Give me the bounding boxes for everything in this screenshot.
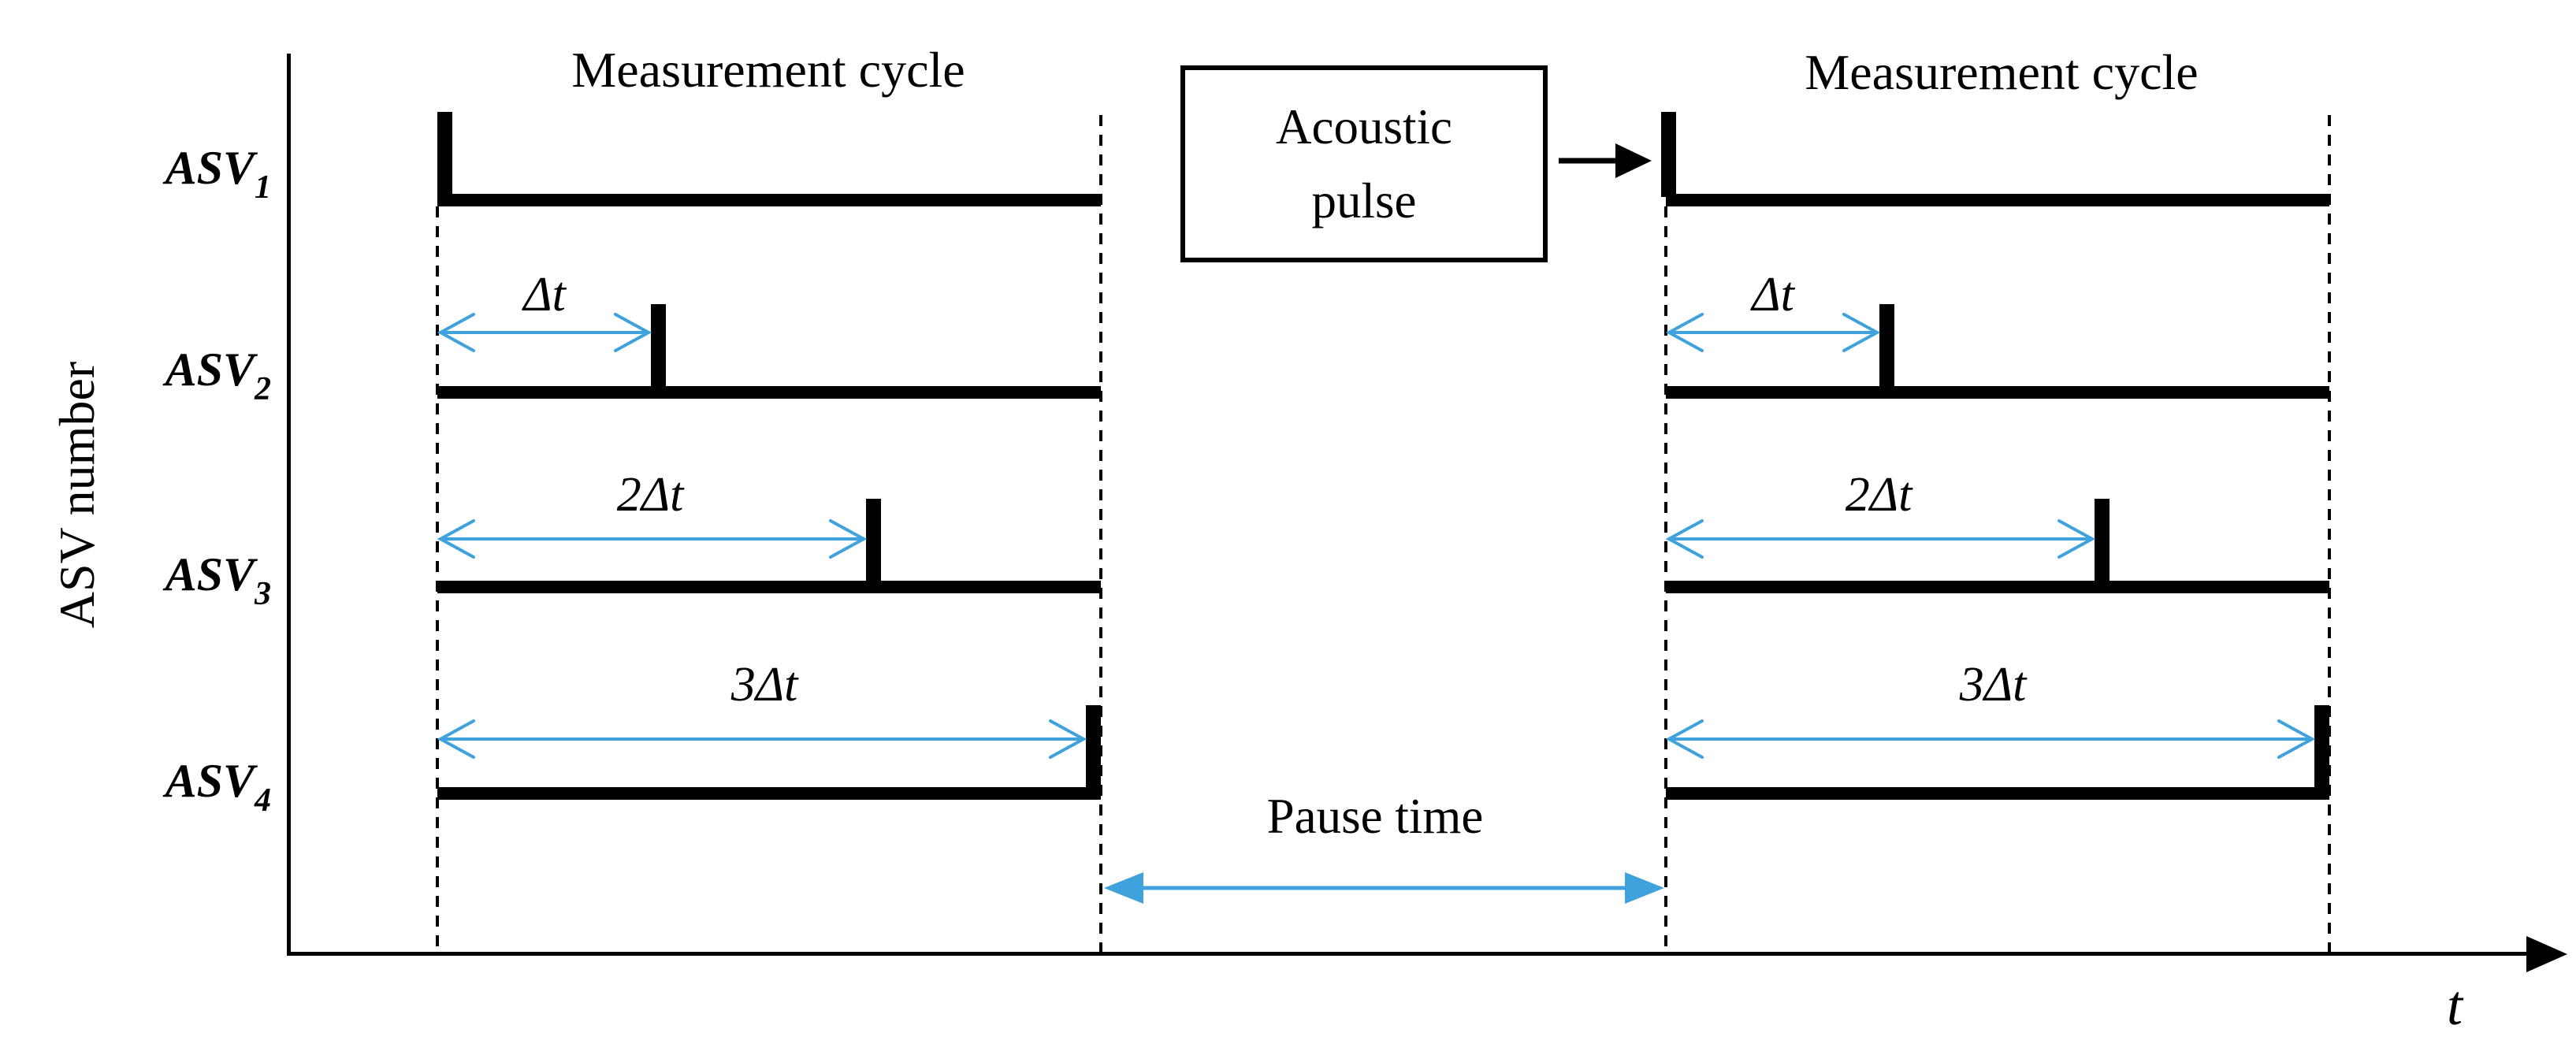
row-label-asv1-sub: 1 [255,169,271,206]
cycle1-asv4-pulse [1086,705,1101,790]
row-label-asv1-base: ASV [165,142,255,194]
row-label-asv1: ASV1 [66,141,271,209]
cycle1-3dt-label: 3Δt [730,658,798,711]
x-axis-arrowhead-icon [2526,936,2567,972]
cycle1-start-dashed-line [436,206,439,953]
cycle2-3dt-arrow-icon [1666,719,2315,759]
cycle2-asv3-bar [1666,581,2329,593]
cycle2-3dt-label: 3Δt [1959,658,2027,711]
cycle2-asv2-pulse [1879,304,1894,389]
cycle1-asv1-bar [437,194,1101,206]
cycle2-end-dashed-line [2328,115,2331,953]
cycle2-asv1-pulse [1661,112,1676,197]
row-label-asv3-sub: 3 [255,576,271,612]
cycle1-title: Measurement cycle [571,42,965,98]
cycle2-2dt-arrow-icon [1666,519,2095,559]
acoustic-pulse-box: Acoustic pulse [1180,65,1548,262]
x-axis [287,952,2531,956]
cycle2-asv4-bar [1666,787,2329,800]
row-label-asv4-base: ASV [165,755,255,807]
acoustic-pulse-pointer-arrow-icon [1559,143,1652,178]
cycle2-dt-label: Δt [1752,268,1794,321]
cycle1-asv2-bar [437,386,1101,399]
cycle1-dt-arrow-icon [437,313,652,352]
cycle2-asv4-pulse [2314,705,2329,790]
pause-time-label: Pause time [1266,789,1484,844]
cycle1-2dt-label: 2Δt [616,468,684,522]
cycle1-asv1-pulse [437,112,452,197]
cycle1-2dt-arrow-icon [437,519,867,559]
cycle2-2dt-label: 2Δt [1845,468,1912,522]
pause-time-arrow-icon [1104,872,1664,904]
cycle1-asv2-pulse [651,304,666,389]
cycle2-title: Measurement cycle [1805,44,2199,100]
row-label-asv4: ASV4 [66,754,271,822]
row-label-asv3: ASV3 [66,548,271,615]
cycle1-asv3-pulse [866,499,881,584]
row-label-asv2: ASV2 [66,343,271,411]
cycle2-asv3-pulse [2095,499,2109,584]
cycle1-asv3-bar [437,581,1101,593]
cycle1-asv4-bar [437,787,1101,800]
acoustic-pulse-box-line1: Acoustic [1276,99,1452,154]
cycle1-end-dashed-line [1099,115,1102,953]
acoustic-pulse-box-line2: pulse [1311,173,1417,228]
cycle1-dt-label: Δt [523,268,566,321]
row-label-asv4-sub: 4 [255,782,271,819]
x-axis-label: t [2446,974,2463,1037]
row-label-asv2-base: ASV [165,344,255,396]
cycle1-3dt-arrow-icon [437,719,1087,759]
cycle2-dt-arrow-icon [1666,313,1880,352]
cycle2-asv1-bar [1666,194,2329,206]
y-axis [287,54,291,956]
cycle2-asv2-bar [1666,386,2329,399]
row-label-asv3-base: ASV [165,548,255,600]
row-label-asv2-sub: 2 [255,371,271,407]
cycle2-start-dashed-line [1664,206,1667,953]
